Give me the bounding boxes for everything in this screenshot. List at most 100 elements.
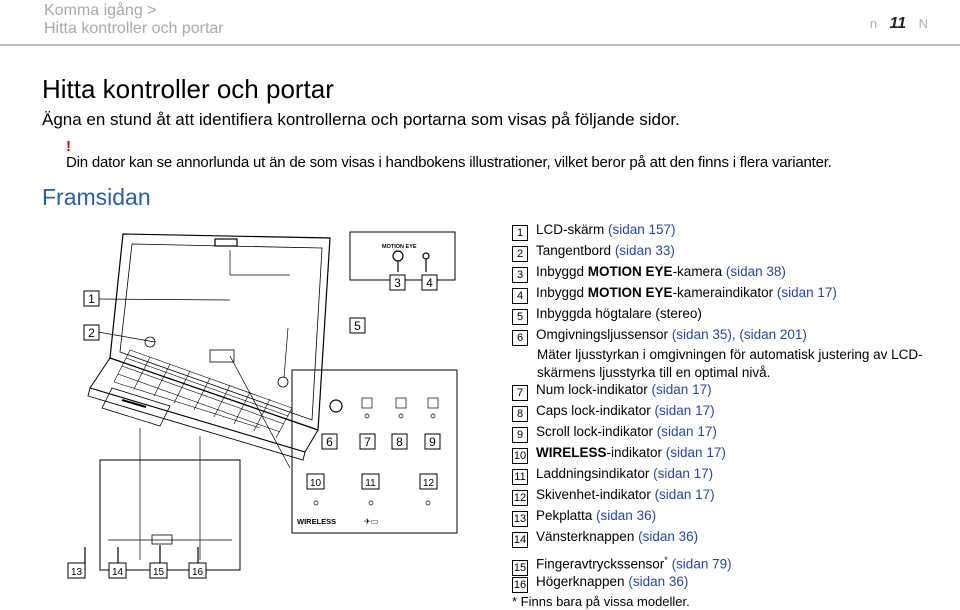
page-reference-link[interactable]: (sidan 17)	[654, 487, 715, 502]
breadcrumb-current: Hitta kontroller och portar	[44, 20, 224, 37]
list-item: 1 LCD-skärm (sidan 157)	[512, 221, 952, 241]
page-reference-link[interactable]: (sidan 36)	[596, 508, 657, 523]
next-page-icon[interactable]: N	[918, 16, 928, 31]
item-bold-term: WIRELESS	[536, 445, 607, 460]
page-reference-link[interactable]: (sidan 35), (sidan 201)	[671, 327, 807, 342]
list-item: 13 Pekplatta (sidan 36)	[512, 507, 952, 527]
callout-badge: 2	[512, 246, 528, 262]
callout-14: 14	[108, 562, 127, 579]
list-item: 10 WIRELESS-indikator (sidan 17)	[512, 444, 952, 464]
list-item: 9 Scroll lock-indikator (sidan 17)	[512, 423, 952, 443]
page-reference-link[interactable]: (sidan 79)	[667, 556, 732, 572]
item-text: Pekplatta	[536, 508, 597, 523]
wireless-label: WIRELESS	[297, 517, 336, 526]
intro-text: Ägna en stund åt att identifiera kontrol…	[42, 110, 680, 129]
callout-9: 9	[424, 433, 441, 450]
camera-led-icon	[422, 252, 430, 260]
camera-lens-icon	[392, 250, 404, 262]
laptop-base-edge	[87, 387, 306, 461]
svg-text:1: 1	[88, 292, 95, 306]
callout-badge: 1	[512, 225, 528, 241]
section-title: Framsidan	[42, 184, 151, 210]
callout-badge: 3	[512, 267, 528, 283]
callout-13: 13	[67, 562, 86, 579]
callout-badge: 7	[512, 385, 528, 401]
svg-text:12: 12	[423, 478, 435, 489]
item-prefix: Inbyggd	[536, 264, 588, 279]
callout-badge: 9	[512, 427, 528, 443]
callout-8: 8	[391, 433, 408, 450]
callout-badge: 15	[512, 559, 528, 576]
item-text: Caps lock-indikator	[536, 403, 655, 418]
page-reference-link[interactable]: (sidan 17)	[665, 445, 726, 460]
item-text: LCD-skärm	[536, 222, 609, 237]
item-text: Skivenhet-indikator	[536, 487, 655, 502]
callout-4: 4	[421, 274, 438, 291]
callout-5: 5	[349, 317, 366, 334]
callout-1: 1	[83, 290, 100, 307]
page-reference-link[interactable]: (sidan 157)	[608, 222, 676, 237]
page-reference-link[interactable]: (sidan 17)	[776, 285, 837, 300]
callout-badge: 13	[512, 511, 528, 527]
speaker-right	[277, 376, 289, 388]
callout-11: 11	[361, 473, 380, 490]
page-reference-link[interactable]: (sidan 36)	[628, 574, 689, 589]
svg-text:6: 6	[326, 435, 333, 449]
svg-text:15: 15	[153, 567, 165, 578]
page-reference-link[interactable]: (sidan 38)	[725, 264, 786, 279]
callout-3: 3	[389, 274, 406, 291]
page-reference-link[interactable]: (sidan 33)	[614, 243, 675, 258]
item-text: -indikator	[606, 445, 666, 460]
camera-label: MOTION EYE	[382, 244, 417, 250]
page-title: Hitta kontroller och portar	[42, 74, 334, 104]
page-reference-link[interactable]: (sidan 17)	[651, 382, 712, 397]
page-reference-link[interactable]: (sidan 17)	[656, 424, 717, 439]
item-text: Omgivningsljussensor	[536, 327, 672, 342]
svg-text:11: 11	[365, 478, 376, 489]
svg-text:8: 8	[396, 435, 403, 449]
callout-15: 15	[149, 562, 168, 579]
laptop-front-illustration: MOTION EYE WIRELESS ✈▭ 1 2 3 4 5 6 7 8 9…	[67, 231, 458, 579]
page-number: 11	[889, 15, 907, 32]
indicator-panel	[209, 349, 235, 363]
svg-text:16: 16	[192, 567, 204, 578]
callout-10: 10	[306, 473, 325, 490]
page-reference-link[interactable]: (sidan 17)	[653, 466, 714, 481]
callout-badge: 4	[512, 288, 528, 304]
item-description: Mäter ljusstyrkan i omgivningen för auto…	[537, 347, 923, 380]
touchpad-outline	[101, 387, 171, 427]
keyboard-keys	[113, 349, 293, 439]
item-text: Tangentbord	[536, 243, 615, 258]
touchpad-buttons	[121, 399, 147, 408]
fingerprint-sensor	[151, 534, 173, 545]
svg-text:13: 13	[71, 567, 83, 578]
header-divider	[0, 44, 960, 46]
previous-page-icon[interactable]: n	[869, 16, 878, 31]
svg-text:✈▭: ✈▭	[364, 517, 378, 526]
callout-16: 16	[188, 562, 207, 579]
item-text: Laddningsindikator	[536, 466, 654, 481]
item-text: Högerknappen	[536, 574, 629, 589]
page-reference-link[interactable]: (sidan 36)	[638, 529, 699, 544]
warning-icon: !	[66, 138, 71, 155]
svg-text:3: 3	[394, 276, 401, 290]
breadcrumb-parent[interactable]: Komma igång >	[44, 2, 157, 19]
callout-badge: 10	[512, 448, 528, 464]
figure-callouts: 1 2 3 4 5 6 7 8 9 10 11 12 13 14 15 16	[67, 274, 441, 579]
page-reference-link[interactable]: (sidan 17)	[654, 403, 715, 418]
svg-text:5: 5	[354, 319, 361, 333]
lcd-screen-outline	[119, 243, 323, 421]
camera-housing	[214, 238, 238, 247]
item-text: Scroll lock-indikator	[536, 424, 657, 439]
callout-7: 7	[359, 433, 376, 450]
svg-text:2: 2	[88, 326, 95, 340]
light-sensor-icon	[329, 399, 343, 413]
